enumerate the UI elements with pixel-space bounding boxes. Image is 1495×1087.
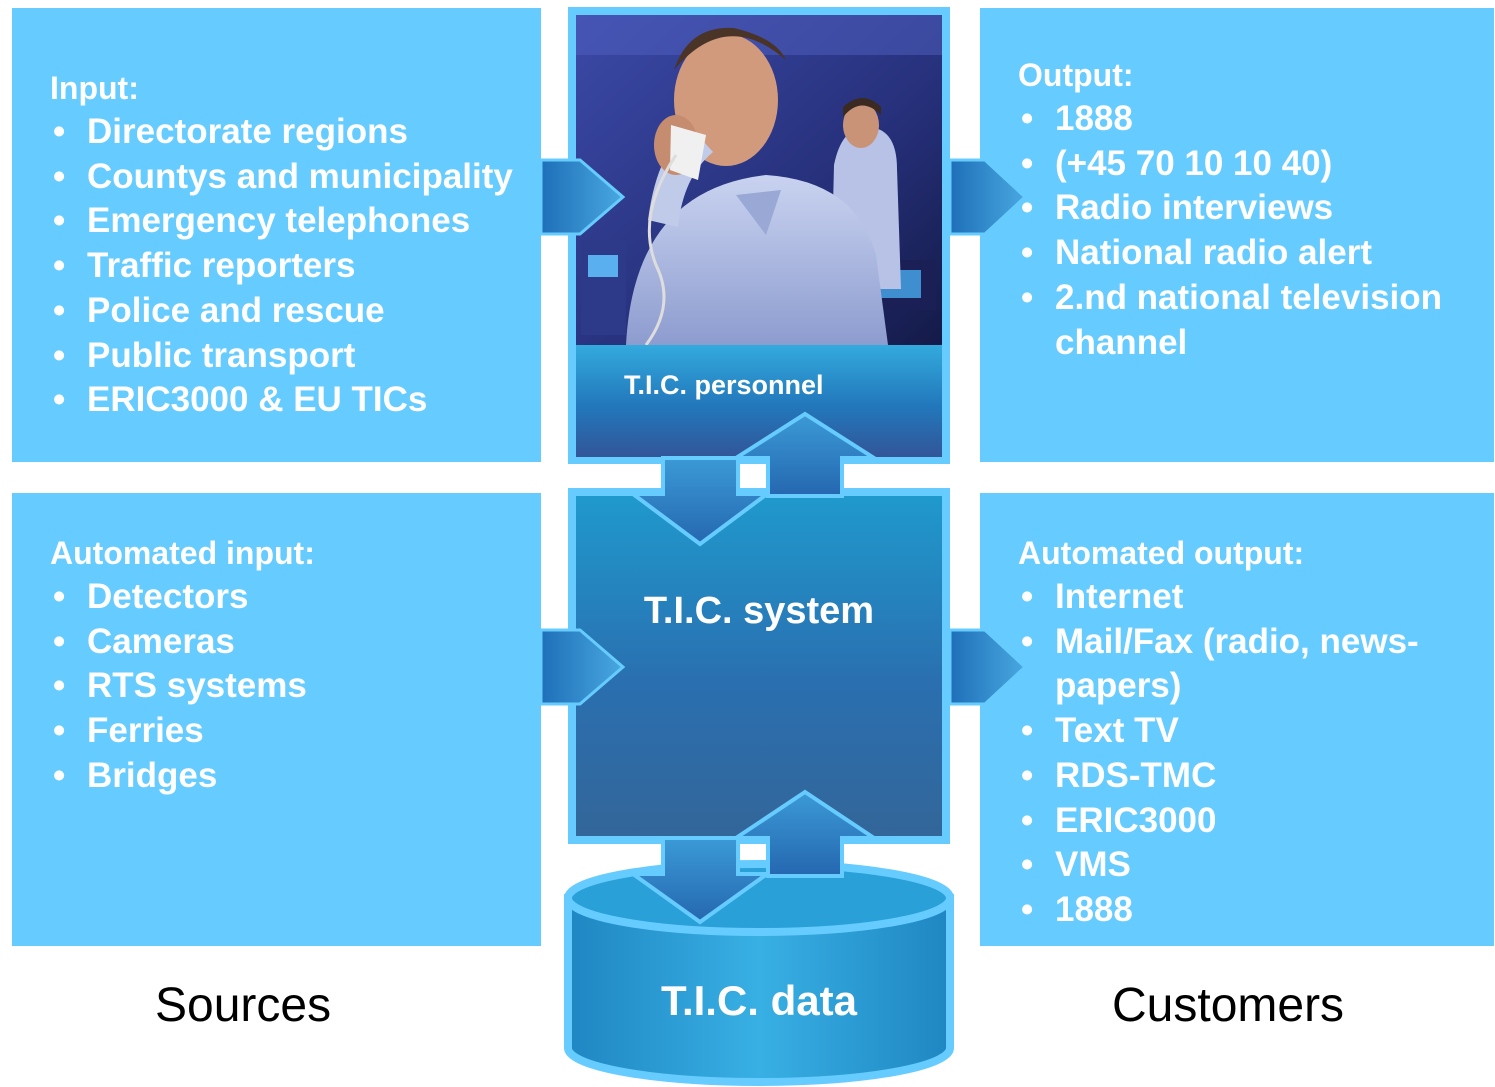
personnel-photo <box>576 15 942 345</box>
system-box: T.I.C. system <box>568 488 950 844</box>
arrow-down-icon <box>626 836 774 925</box>
output-panel: Output: 1888 (+45 70 10 10 40) Radio int… <box>980 8 1494 462</box>
automated-input-title: Automated input: <box>50 535 315 571</box>
automated-output-panel: Automated output: Internet Mail/Fax (rad… <box>980 493 1494 946</box>
list-item: Traffic reporters <box>50 244 513 289</box>
arrow-up-icon <box>729 411 881 498</box>
list-item: Police and rescue <box>50 289 513 334</box>
list-item: Directorate regions <box>50 110 513 155</box>
system-label: T.I.C. system <box>643 590 875 632</box>
personnel-box: T.I.C. personnel <box>568 7 950 464</box>
list-item: 2.nd national television channel <box>1018 276 1474 365</box>
personnel-label: T.I.C. personnel <box>624 370 824 400</box>
list-item: VMS <box>1018 843 1474 888</box>
arrow-down-icon <box>626 456 774 547</box>
arrow-up-icon <box>729 789 881 878</box>
list-item: Radio interviews <box>1018 186 1474 231</box>
arrow-right-icon <box>948 628 1028 706</box>
arrow-right-icon <box>539 158 626 236</box>
list-item: Internet <box>1018 575 1474 620</box>
system-inner: T.I.C. system <box>576 496 942 836</box>
list-item: Detectors <box>50 575 315 620</box>
list-item: Public transport <box>50 334 513 379</box>
list-item: Mail/Fax (radio, news-papers) <box>1018 620 1474 709</box>
input-title: Input: <box>50 70 139 106</box>
output-list: 1888 (+45 70 10 10 40) Radio interviews … <box>1018 97 1474 365</box>
operator-photo-illustration <box>576 15 942 345</box>
input-list: Directorate regions Countys and municipa… <box>50 110 513 423</box>
list-item: RDS-TMC <box>1018 754 1474 799</box>
automated-input-list: Detectors Cameras RTS systems Ferries Br… <box>50 575 315 799</box>
list-item: Countys and municipality <box>50 155 513 200</box>
arrow-right-icon <box>948 158 1028 236</box>
list-item: ERIC3000 & EU TICs <box>50 378 513 423</box>
personnel-bar: T.I.C. personnel <box>576 345 942 457</box>
list-item: ERIC3000 <box>1018 799 1474 844</box>
list-item: RTS systems <box>50 664 315 709</box>
database-cylinder <box>564 860 954 1086</box>
list-item: 1888 <box>1018 888 1474 933</box>
list-item: Bridges <box>50 754 315 799</box>
list-item: Emergency telephones <box>50 199 513 244</box>
list-item: Ferries <box>50 709 315 754</box>
automated-output-list: Internet Mail/Fax (radio, news-papers) T… <box>1018 575 1474 933</box>
list-item: 1888 <box>1018 97 1474 142</box>
automated-output-title: Automated output: <box>1018 535 1305 571</box>
list-item: Text TV <box>1018 709 1474 754</box>
input-panel: Input: Directorate regions Countys and m… <box>12 8 541 462</box>
output-title: Output: <box>1018 57 1134 93</box>
arrow-right-icon <box>539 628 626 706</box>
list-item: (+45 70 10 10 40) <box>1018 142 1474 187</box>
list-item: National radio alert <box>1018 231 1474 276</box>
customers-caption: Customers <box>1112 979 1345 1032</box>
list-item: Cameras <box>50 620 315 665</box>
sources-caption: Sources <box>155 979 332 1032</box>
data-label: T.I.C. data <box>660 977 858 1024</box>
automated-input-panel: Automated input: Detectors Cameras RTS s… <box>12 493 541 946</box>
